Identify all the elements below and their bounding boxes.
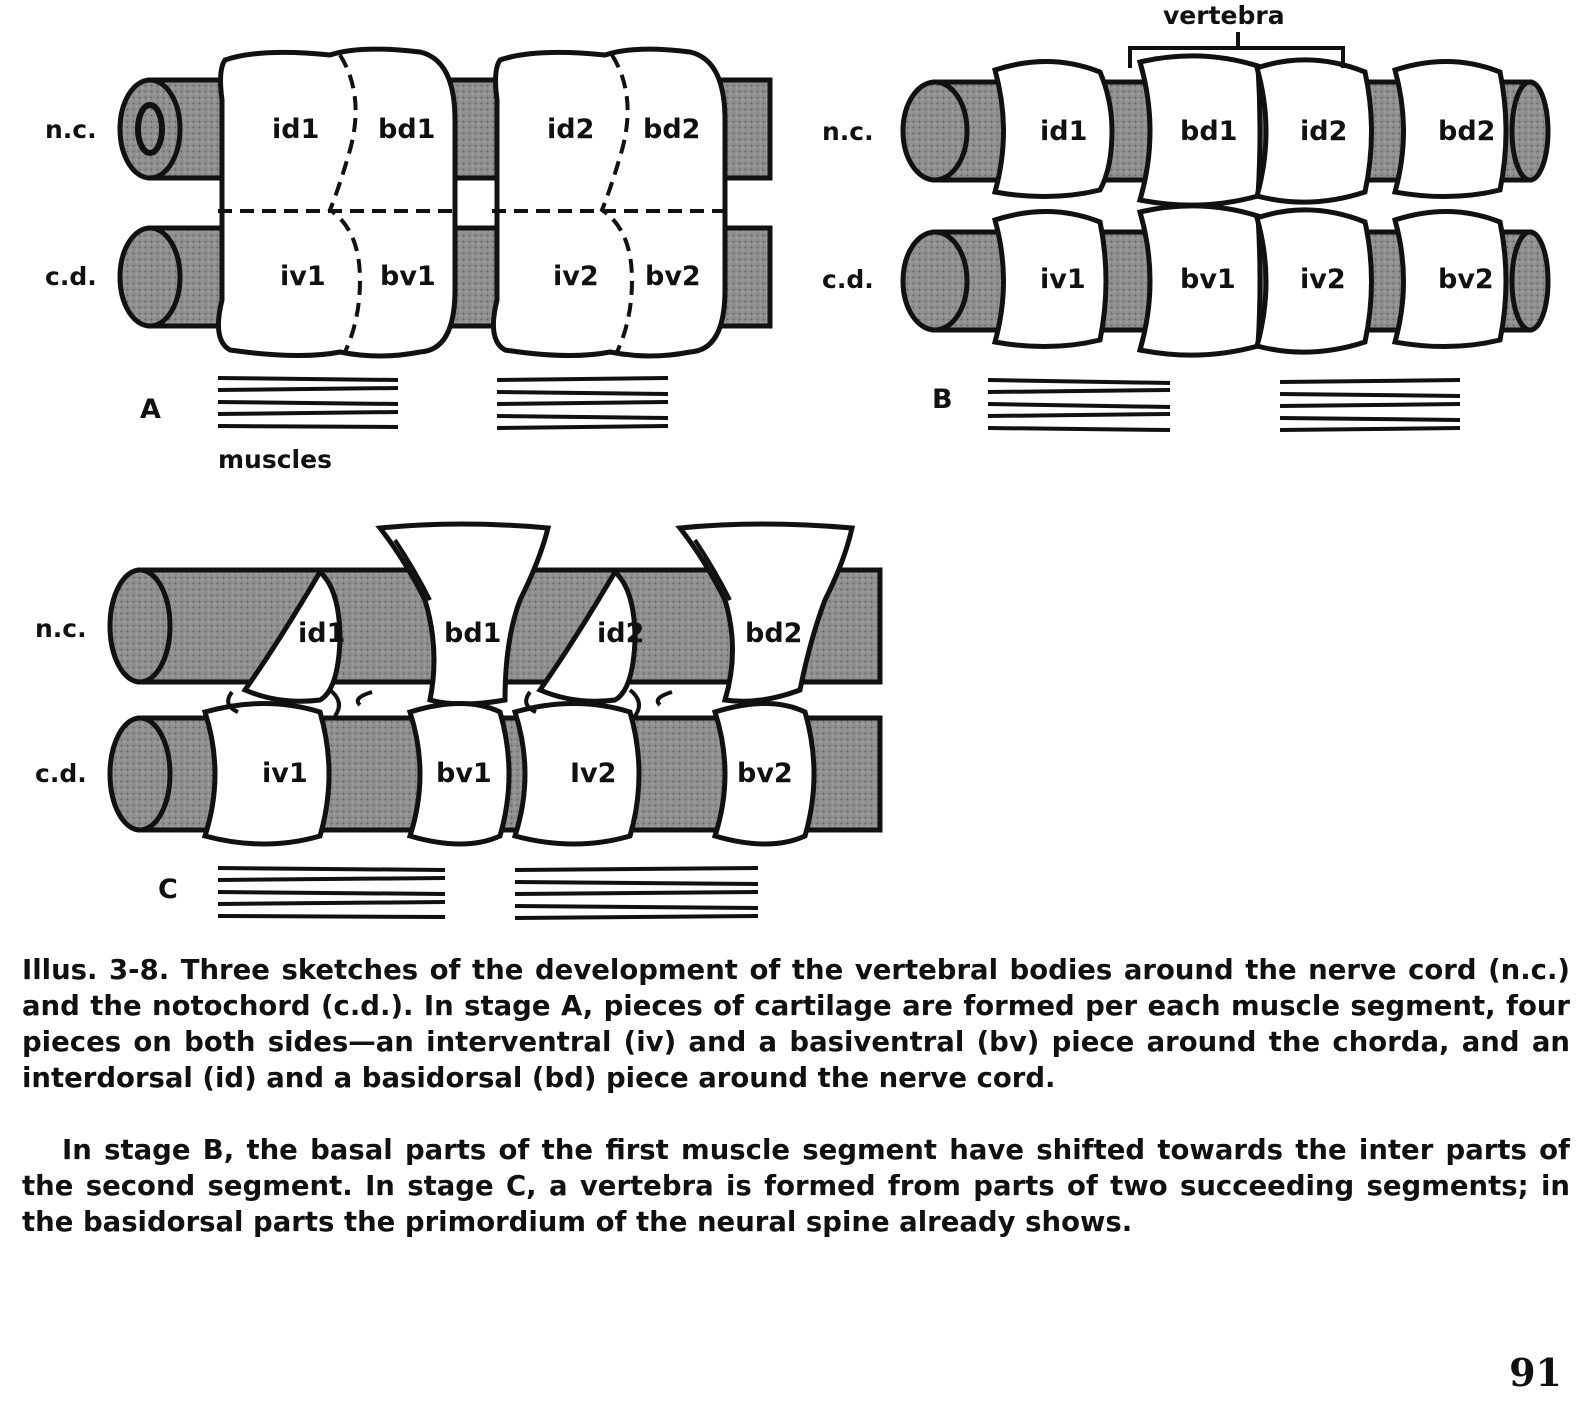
stage-a-piece-id1: id1 — [272, 114, 319, 145]
stage-c-ventral-pieces — [201, 701, 817, 847]
stage-c-label-nerve-cord: n.c. — [35, 614, 87, 643]
stage-b-diagram: vertebra n.c. c.d. id1 bd1 id2 bd2 iv1 b… — [822, 1, 1551, 432]
stage-a-segment-1-cartilage — [215, 46, 458, 359]
stage-a-piece-id2: id2 — [547, 114, 594, 145]
stage-b-piece-bv2: bv2 — [1438, 264, 1494, 295]
stage-a-letter: A — [140, 394, 161, 425]
stage-a-piece-bv1: bv1 — [380, 261, 436, 292]
stage-c-dorsal-pieces — [241, 521, 856, 707]
stage-b-vertebra-bracket — [1128, 32, 1345, 68]
stage-c-piece-bv2: bv2 — [737, 758, 793, 789]
stage-c-piece-bd2: bd2 — [745, 618, 802, 649]
stage-a-label-notochord: c.d. — [45, 262, 97, 291]
stage-a-piece-iv2: iv2 — [553, 261, 599, 292]
figure-caption-paragraph-2: In stage B, the basal parts of the first… — [22, 1134, 1570, 1238]
stage-c-piece-iv2: Iv2 — [570, 758, 616, 789]
stage-c-piece-iv1: iv1 — [262, 758, 308, 789]
page-number: 91 — [1509, 1350, 1562, 1395]
stage-c-muscle-bundles — [217, 866, 759, 920]
stage-a-piece-bv2: bv2 — [645, 261, 701, 292]
stage-c-piece-id2: id2 — [597, 618, 644, 649]
stage-a-piece-iv1: iv1 — [280, 261, 326, 292]
stage-a-label-nerve-cord: n.c. — [45, 115, 97, 144]
stage-b-cartilage-pieces — [991, 53, 1509, 358]
stage-c-piece-bd1: bd1 — [444, 618, 501, 649]
stage-c-label-notochord: c.d. — [35, 759, 87, 788]
stage-b-piece-bd1: bd1 — [1180, 116, 1237, 147]
stage-a-piece-boundaries — [218, 53, 728, 353]
stage-b-vertebra-label: vertebra — [1163, 1, 1285, 30]
stage-b-piece-id2: id2 — [1300, 116, 1347, 147]
stage-b-label-nerve-cord: n.c. — [822, 117, 874, 146]
stage-b-piece-iv1: iv1 — [1040, 264, 1086, 295]
stage-b-piece-bd2: bd2 — [1438, 116, 1495, 147]
stage-b-muscle-bundles — [987, 378, 1461, 432]
stage-c-piece-bv1: bv1 — [436, 758, 492, 789]
stage-a-muscles-label: muscles — [218, 445, 332, 474]
stage-b-label-notochord: c.d. — [822, 265, 874, 294]
stage-b-piece-iv2: iv2 — [1300, 264, 1346, 295]
stage-b-piece-id1: id1 — [1040, 116, 1087, 147]
stage-b-piece-bv1: bv1 — [1180, 264, 1236, 295]
stage-c-piece-id1: id1 — [298, 618, 345, 649]
figure-caption-paragraph-1: Illus. 3-8. Three sketches of the develo… — [22, 954, 1570, 1094]
stage-a-muscle-bundles — [217, 376, 669, 430]
nerve-cord-lumen — [135, 102, 165, 156]
stage-a-diagram: n.c. c.d. id1 bd1 id2 bd2 iv1 bv1 iv2 bv… — [45, 46, 773, 474]
vertebra-development-figure: n.c. c.d. id1 bd1 id2 bd2 iv1 bv1 iv2 bv… — [35, 1, 1551, 920]
stage-a-piece-bd1: bd1 — [378, 114, 435, 145]
stage-c-letter: C — [158, 874, 178, 905]
stage-c-diagram: n.c. c.d. id1 bd1 id2 bd2 iv1 bv1 Iv2 bv… — [35, 521, 883, 920]
stage-a-segment-2-cartilage — [490, 46, 728, 359]
stage-c-joint-curves — [226, 538, 732, 718]
stage-a-piece-bd2: bd2 — [643, 114, 700, 145]
stage-b-letter: B — [932, 384, 953, 415]
